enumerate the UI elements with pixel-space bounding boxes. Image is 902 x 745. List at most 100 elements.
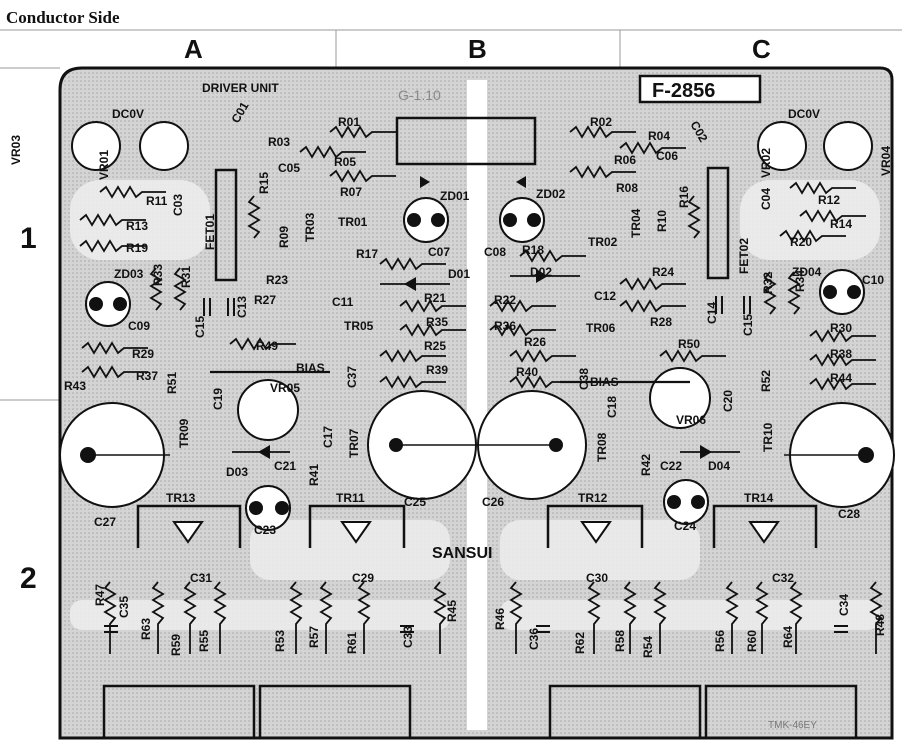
component-label-r30: R30 xyxy=(830,321,852,335)
component-label-c11: C11 xyxy=(332,295,354,309)
component-label-r28: R28 xyxy=(650,315,672,329)
component-label-r04: R04 xyxy=(648,129,670,143)
component-label-c31: C31 xyxy=(190,571,212,585)
cap-pads xyxy=(80,438,874,463)
component-label-c34: C34 xyxy=(837,594,851,616)
component-label-r56: R56 xyxy=(713,630,727,652)
component-label-c08: C08 xyxy=(484,245,506,259)
component-label-r57: R57 xyxy=(307,626,321,648)
component-label-r07: R07 xyxy=(340,185,362,199)
component-label-r15: R15 xyxy=(257,172,271,194)
component-label-r12: R12 xyxy=(818,193,840,207)
brand-label: SANSUI xyxy=(432,545,492,562)
component-label-r41: R41 xyxy=(307,464,321,486)
component-label-r36: R36 xyxy=(494,319,516,333)
component-label-tr04: TR04 xyxy=(629,208,643,238)
handwritten-note: G-1.10 xyxy=(398,87,441,103)
component-label-r60: R60 xyxy=(745,630,759,652)
component-label-c06: C06 xyxy=(656,149,678,163)
component-label-r42: R42 xyxy=(639,454,653,476)
component-label-r40: R40 xyxy=(516,365,538,379)
component-label-r47: R47 xyxy=(93,584,107,606)
component-label-zd04: ZD04 xyxy=(792,265,822,279)
component-label-c24: C24 xyxy=(674,519,696,533)
grid-column-a: A xyxy=(184,34,203,64)
component-label-r50: R50 xyxy=(678,337,700,351)
component-label-c22: C22 xyxy=(660,459,682,473)
component-label-r20: R20 xyxy=(790,235,812,249)
corner-code: TMK-46EY xyxy=(768,720,817,731)
component-label-r53: R53 xyxy=(273,630,287,652)
component-label-c05: C05 xyxy=(278,161,300,175)
component-label-r08: R08 xyxy=(616,181,638,195)
page-title: Conductor Side xyxy=(6,8,120,27)
component-label-vr02: VR02 xyxy=(759,148,773,178)
component-label-r32: R32 xyxy=(761,272,775,294)
component-label-r05: R05 xyxy=(334,155,356,169)
component-label-c35: C35 xyxy=(117,596,131,618)
component-label-c28: C28 xyxy=(838,507,860,521)
reference-grid xyxy=(0,29,902,401)
component-label-c20: C20 xyxy=(721,390,735,412)
component-label-c07: C07 xyxy=(428,245,450,259)
component-label-vr03: VR03 xyxy=(9,135,23,165)
component-label-c10: C10 xyxy=(862,273,884,287)
component-label-r51: R51 xyxy=(165,372,179,394)
component-label-r49: R49 xyxy=(256,339,278,353)
component-label-c30: C30 xyxy=(586,571,608,585)
component-label-tr11: TR11 xyxy=(336,491,365,505)
component-label-r46: R46 xyxy=(493,608,507,630)
component-label-r03: R03 xyxy=(268,135,290,149)
component-label-vr04: VR04 xyxy=(879,146,893,176)
component-label-r06: R06 xyxy=(614,153,636,167)
component-label-c12: C12 xyxy=(594,289,616,303)
component-label-c25: C25 xyxy=(404,495,426,509)
component-label-r09: R09 xyxy=(277,226,291,248)
component-label-c27: C27 xyxy=(94,515,116,529)
component-label-r11: R11 xyxy=(146,194,168,208)
component-label-c33: C33 xyxy=(401,626,415,648)
component-label-vr01: VR01 xyxy=(97,150,111,180)
component-label-r39: R39 xyxy=(426,363,448,377)
part-number: F-2856 xyxy=(652,80,715,102)
component-label-r34: R34 xyxy=(793,270,807,292)
component-label-r35: R35 xyxy=(426,315,448,329)
component-label-fet01: FET01 xyxy=(203,214,217,250)
component-label-r37: R37 xyxy=(136,369,158,383)
power-transistor-outlines xyxy=(136,504,818,548)
component-label-c37: C37 xyxy=(345,366,359,388)
component-label-r54: R54 xyxy=(641,636,655,658)
component-label-r64: R64 xyxy=(781,626,795,648)
transistor-triangles xyxy=(172,521,780,544)
component-label-c26: C26 xyxy=(482,495,504,509)
component-label-fet02: FET02 xyxy=(737,238,751,274)
component-label-tr13: TR13 xyxy=(166,491,196,505)
small-capacitors xyxy=(104,296,848,633)
grid-row-1: 1 xyxy=(20,222,37,255)
component-label-r62: R62 xyxy=(573,632,587,654)
component-label-c19: C19 xyxy=(211,388,225,410)
center-gap xyxy=(467,80,487,730)
component-label-c29: C29 xyxy=(352,571,374,585)
component-label-r59: R59 xyxy=(169,634,183,656)
component-label-r18: R18 xyxy=(522,243,544,257)
component-label-c32: C32 xyxy=(772,571,794,585)
bias-label-right: BIAS xyxy=(590,375,619,389)
component-label-c14: C14 xyxy=(705,302,719,324)
component-label-r45: R45 xyxy=(445,600,459,622)
component-label-c03: C03 xyxy=(171,194,185,216)
component-label-zd03: ZD03 xyxy=(114,267,144,281)
component-label-r61: R61 xyxy=(345,632,359,654)
component-label-r33: R33 xyxy=(151,264,165,286)
component-label-r21: R21 xyxy=(424,291,446,305)
component-label-tr02: TR02 xyxy=(588,235,618,249)
component-label-r26: R26 xyxy=(524,335,546,349)
component-label-c13: C13 xyxy=(235,296,249,318)
component-label-r48: R48 xyxy=(873,614,887,636)
component-label-c36: C36 xyxy=(527,628,541,650)
component-label-zd02: ZD02 xyxy=(536,187,566,201)
component-label-r01: R01 xyxy=(338,115,360,129)
component-label-r43: R43 xyxy=(64,379,86,393)
component-label-c15: C15 xyxy=(741,314,755,336)
component-label-c21: C21 xyxy=(274,459,296,473)
